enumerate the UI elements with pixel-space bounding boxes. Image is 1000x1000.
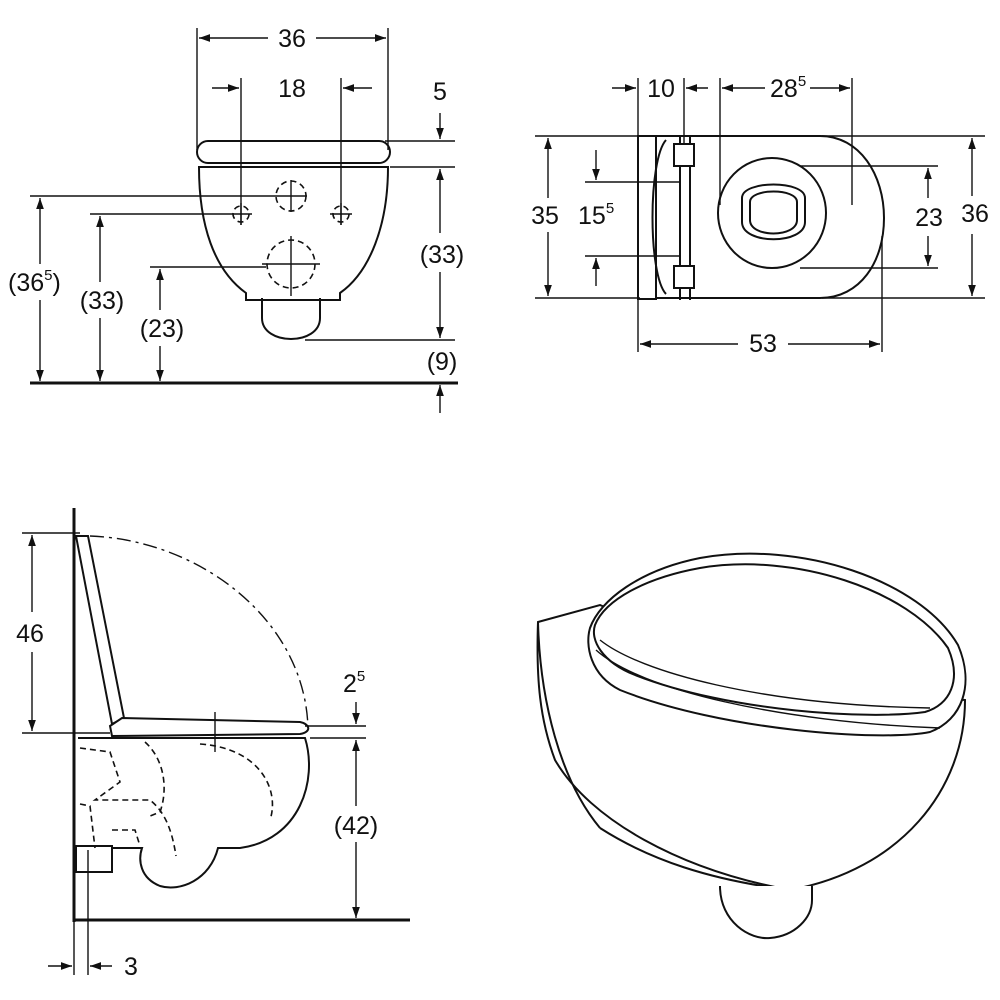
dim-top-35: 35: [531, 135, 640, 299]
dim-side-seat-thickness: 25: [305, 668, 366, 739]
dim-front-height-fix: (33): [80, 213, 230, 381]
dim-label: 23: [915, 204, 943, 232]
dim-top-length: 53: [637, 236, 883, 358]
dim-label: 15: [578, 202, 606, 230]
dim-top-holes: 155: [578, 150, 680, 286]
dim-superscript: 5: [357, 668, 365, 685]
dim-label: (42): [334, 812, 378, 840]
dim-label: (23): [140, 315, 184, 343]
dim-superscript: 5: [44, 267, 52, 284]
side-bowl-body: [78, 737, 310, 889]
dim-front-width: 36: [196, 25, 389, 150]
svg-text:155: 155: [578, 200, 614, 230]
dim-top-wall: 10: [612, 75, 708, 144]
svg-text:(365): (365): [8, 267, 61, 297]
dim-label: (9): [427, 348, 458, 376]
dim-label: 35: [531, 202, 559, 230]
top-view: 10 285 35 155: [531, 73, 989, 358]
perspective-view: [536, 552, 967, 940]
dim-top-outer: 36: [822, 135, 989, 299]
perspective-bottom-edge: [599, 827, 791, 891]
top-bowl-outline: [637, 135, 886, 300]
dim-front-floor-gap: (9): [427, 348, 458, 413]
dim-side-seat-height: (42): [334, 740, 378, 918]
dim-front-holes: 18: [212, 75, 372, 225]
front-view: 36 18 5 (33) (9): [8, 25, 464, 413]
svg-text:285: 285: [770, 73, 806, 103]
dim-label: 36: [961, 200, 989, 228]
dim-side-wall-offset: 3: [48, 850, 138, 981]
perspective-outlet: [719, 885, 813, 940]
side-hidden-lines: [79, 712, 274, 857]
dim-front-seat: 5: [385, 78, 455, 168]
perspective-back-plate: [537, 621, 601, 829]
side-lid-swing-arc: [89, 535, 309, 729]
dim-top-bowl-width: 285: [719, 73, 853, 205]
dim-label: 18: [278, 75, 306, 103]
dim-superscript: 5: [798, 73, 806, 90]
dim-label: 3: [124, 953, 138, 981]
dim-label: ): [52, 269, 60, 297]
dim-side-lid-height: 46: [16, 532, 110, 734]
svg-text:25: 25: [343, 668, 365, 698]
side-raised-lid: [74, 535, 126, 726]
dim-label: 28: [770, 75, 798, 103]
dim-label: 10: [647, 75, 675, 103]
dim-label: 5: [433, 78, 447, 106]
side-wall-plate: [75, 845, 113, 873]
dim-superscript: 5: [606, 200, 614, 217]
dim-label: 46: [16, 620, 44, 648]
dim-label: (33): [420, 241, 464, 269]
dim-label: 36: [278, 25, 306, 53]
dim-label: (36: [8, 269, 44, 297]
front-bowl-outline: [196, 140, 391, 340]
dim-label: 2: [343, 670, 357, 698]
front-mounting-holes: [230, 180, 352, 296]
side-view: 46 25 (42) 3: [16, 508, 410, 981]
dim-front-height-drain: (23): [140, 266, 266, 381]
dim-label: 53: [749, 330, 777, 358]
dim-front-height-total: (365): [8, 195, 275, 381]
dim-label: (33): [80, 287, 124, 315]
side-seat: [108, 716, 310, 738]
perspective-seat-edge: [595, 649, 941, 729]
dim-top-inner: 23: [800, 165, 943, 269]
perspective-lid-edge: [599, 639, 931, 709]
dim-front-outlet: (33): [305, 169, 464, 341]
